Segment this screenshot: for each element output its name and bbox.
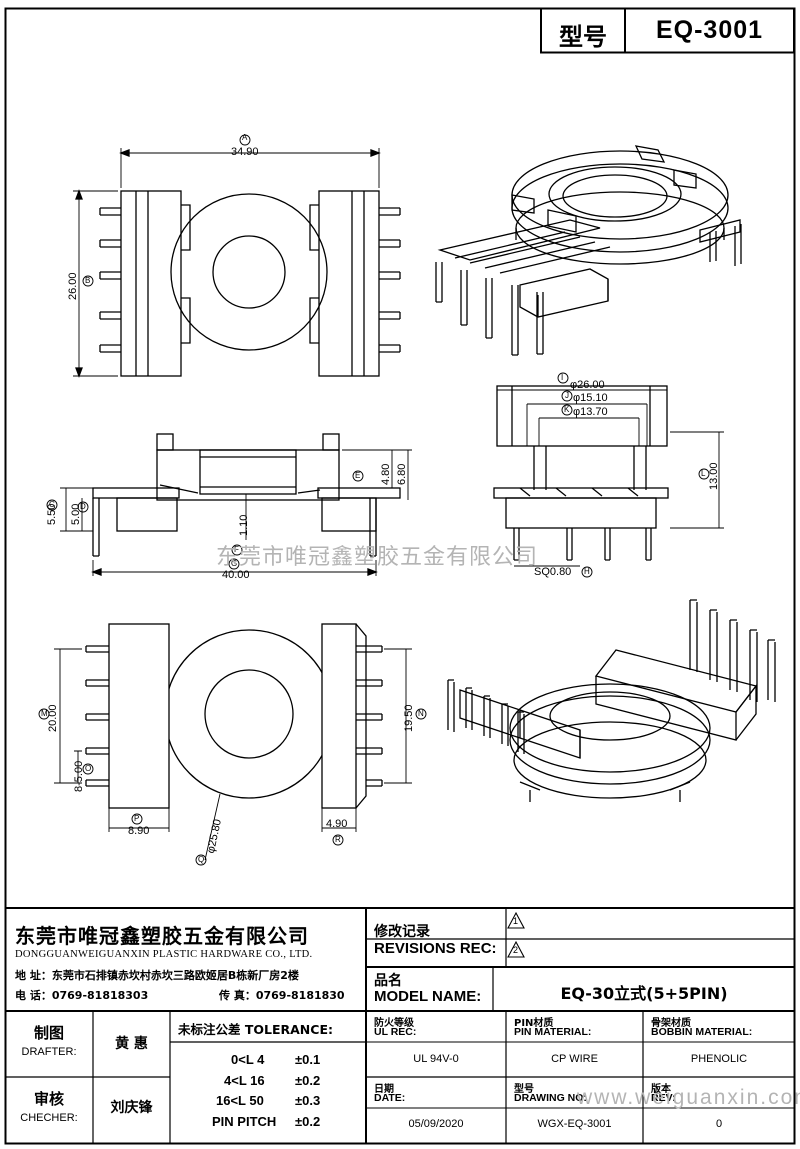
dim-letter-L: L	[701, 469, 706, 478]
tolerance-pin-pitch: PIN PITCH	[212, 1114, 277, 1129]
dim-letter-F: F	[234, 545, 239, 554]
dim-value-K: φ13.70	[573, 406, 608, 418]
model-label-en: MODEL NAME:	[374, 988, 482, 1005]
dim-letter-M: M	[41, 709, 48, 718]
company-name-en: DONGGUANWEIGUANXIN PLASTIC HARDWARE CO.,…	[15, 949, 313, 960]
tolerance-label: 未标注公差 TOLERANCE:	[178, 1022, 333, 1037]
revision-2: 2	[513, 945, 519, 955]
dim-letter-C: C	[49, 500, 55, 509]
isometric-view-upper	[435, 145, 742, 356]
model-name-value: EQ-30立式(5+5PIN)	[560, 984, 728, 1003]
tolerance-value-3: ±0.3	[295, 1093, 321, 1108]
company-fax: 传 真：0769-8181830	[219, 989, 345, 1002]
dim-letter-B: B	[85, 276, 91, 285]
company-name-cn: 东莞市唯冠鑫塑胶五金有限公司	[15, 924, 309, 948]
watermark-url: www.weiguanxin.com	[577, 1086, 800, 1109]
rev-label-en: REV:	[651, 1092, 676, 1104]
dim-letter-I: I	[561, 373, 564, 382]
tolerance-range-1: 0<L 4	[231, 1052, 265, 1067]
dim-letter-Q: Q	[198, 855, 205, 864]
front-view	[60, 433, 412, 576]
dim-value-H: SQ0.80	[534, 566, 572, 578]
date-label-en: DATE:	[374, 1092, 406, 1104]
drafter-name: 黄 惠	[115, 1036, 148, 1052]
side-view	[493, 385, 724, 567]
dim-letter-R: R	[335, 835, 341, 844]
checker-label-en: CHECHER:	[20, 1112, 78, 1124]
model-label-cn: 品名	[374, 973, 402, 989]
drawing-no-label-en: DRAWING NO:	[514, 1092, 587, 1104]
tolerance-value-4: ±0.2	[295, 1114, 321, 1129]
dim-value-P: 8.90	[128, 825, 150, 837]
ul-label-en: UL REC:	[374, 1026, 417, 1038]
dim-letter-P: P	[134, 814, 140, 823]
dim-letter-J: J	[565, 391, 569, 400]
dim-letter-O: O	[85, 764, 92, 773]
dim-value-A: 34.90	[231, 146, 259, 158]
ul-label-cn: 防火等级	[374, 1018, 414, 1029]
isometric-view-lower	[447, 599, 776, 802]
dim-letter-K: K	[564, 405, 570, 414]
checker-name: 刘庆锋	[110, 1100, 153, 1116]
bottom-view	[54, 623, 412, 861]
model-code: EQ-3001	[655, 16, 764, 44]
date-label-cn: 日期	[374, 1084, 394, 1095]
date-value: 05/09/2020	[408, 1118, 464, 1130]
company-phone: 电 话：0769-81818303	[15, 989, 149, 1002]
company-address: 地 址：东莞市石排镇赤坎村赤坎三路欧姬居B栋新厂房2楼	[15, 969, 299, 982]
header-label: 型号	[559, 23, 607, 51]
rev-value: 0	[715, 1118, 723, 1130]
tolerance-value-1: ±0.1	[295, 1052, 321, 1067]
dim-letter-G: G	[231, 559, 238, 568]
revision-1: 1	[513, 916, 519, 926]
pin-label-en: PIN MATERIAL:	[514, 1026, 592, 1038]
drafter-label-cn: 制图	[33, 1024, 64, 1042]
drawing-no-value: WGX-EQ-3001	[537, 1118, 612, 1130]
drawing-no-label-cn: 型号	[514, 1084, 534, 1095]
tolerance-range-3: 16<L 50	[216, 1093, 264, 1108]
dim-letter-E: E	[355, 471, 361, 480]
dim-letter-N: N	[418, 709, 424, 718]
pin-label-cn: PIN材质	[514, 1018, 554, 1029]
watermark-company: 东莞市唯冠鑫塑胶五金有限公司	[216, 545, 539, 570]
bobbin-material-value: PHENOLIC	[690, 1053, 748, 1065]
dim-value-R: 4.90	[326, 818, 348, 830]
ul-value: UL 94V-0	[413, 1053, 459, 1065]
dim-value-G: 40.00	[222, 569, 250, 581]
dim-value-J: φ15.10	[573, 392, 608, 404]
tolerance-range-2: 4<L 16	[224, 1073, 265, 1088]
bobbin-label-en: BOBBIN MATERIAL:	[651, 1026, 753, 1038]
checker-label-cn: 审核	[33, 1090, 64, 1108]
revisions-label-cn: 修改记录	[374, 924, 430, 940]
rev-label-cn: 版本	[651, 1084, 671, 1095]
top-view	[73, 148, 401, 378]
tolerance-value-2: ±0.2	[295, 1073, 321, 1088]
pin-material-value: CP WIRE	[551, 1053, 598, 1065]
dim-value-I: φ26.00	[570, 379, 605, 391]
technical-drawing	[38, 134, 776, 866]
bobbin-label-cn: 骨架材质	[651, 1018, 691, 1029]
drafter-label-en: DRAFTER:	[21, 1046, 77, 1058]
dim-letter-A: A	[242, 133, 248, 142]
dim-letter-H: H	[584, 567, 590, 576]
revisions-label-en: REVISIONS REC:	[374, 940, 497, 957]
dim-letter-D: D	[80, 502, 86, 511]
